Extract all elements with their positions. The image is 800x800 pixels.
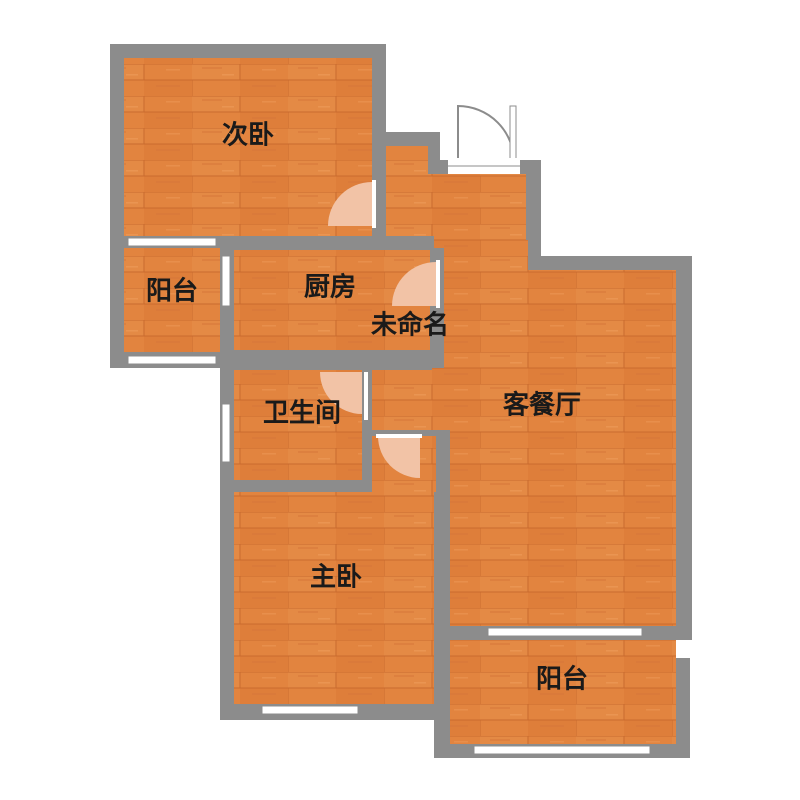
wall-kitchen-bottom [234,352,444,368]
window-bathroom-left [221,403,231,463]
label-balcony-bottom: 阳台 [536,664,588,695]
floor-living-dining [450,270,676,626]
wall-bath-bottom [234,480,372,492]
door-master [378,436,420,478]
floor-corridor [386,174,526,244]
window-balcony-left-top [127,237,217,247]
door-bathroom [320,372,362,414]
label-balcony-left: 阳台 [146,276,198,307]
door-secondary-bedroom [328,182,372,226]
door-kitchen [392,262,436,306]
floor-corridor-top [386,146,428,176]
door-entrance-swing [457,104,515,163]
label-living-dining: 客餐厅 [503,390,581,421]
label-secondary-bedroom: 次卧 [222,121,274,151]
floor-balcony-bottom [450,640,676,744]
window-balcony-left-bottom [127,355,217,365]
wall-notch-white [676,640,700,658]
floor-balcony-left [124,248,220,352]
window-living-bottom [487,627,643,637]
label-master-bedroom: 主卧 [310,563,362,593]
label-kitchen: 厨房 [304,273,356,303]
floor-secondary-bedroom [124,58,372,236]
room-labels: 次卧 阳台 厨房 未命名 卫生间 客餐厅 主卧 阳台 [146,121,588,695]
floors [124,58,676,744]
door-entrance-leaf [509,105,517,163]
door-leaf-secondary-bedroom [372,180,376,228]
label-bathroom: 卫生间 [263,399,341,429]
wall-hall-top [372,430,436,436]
floor-living-strip [372,370,454,430]
wall-bath-right [362,370,372,486]
window-balcony-left-side [221,255,231,307]
window-balcony-bottom [473,745,651,755]
doors [320,104,520,478]
floor-master-bedroom [234,490,434,704]
windows [127,237,651,755]
label-unnamed: 未命名 [371,310,449,341]
window-master-bottom [261,705,359,715]
door-leaf-master [376,434,422,438]
door-leaf-kitchen [436,260,440,308]
wall-master-right [436,432,450,704]
door-leaf-bathroom [364,372,368,420]
